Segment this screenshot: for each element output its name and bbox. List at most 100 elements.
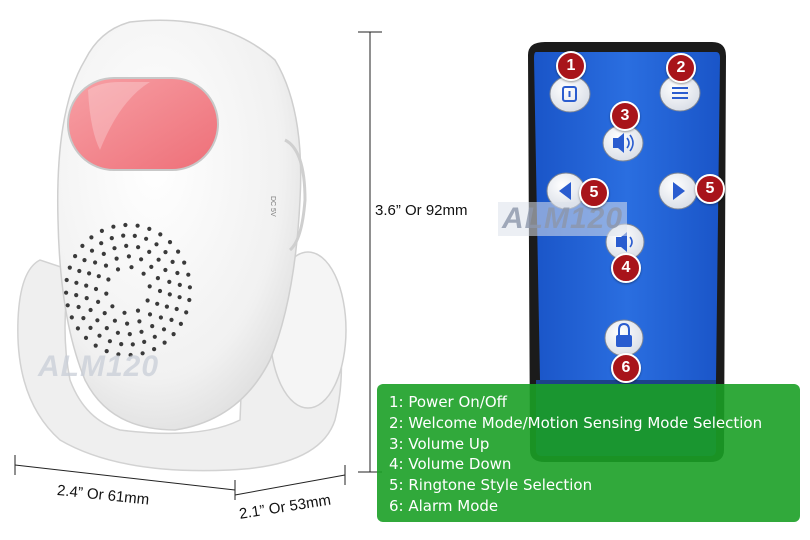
speaker-hole	[80, 243, 85, 248]
speaker-hole	[167, 240, 173, 245]
speaker-hole	[174, 306, 179, 312]
speaker-hole	[84, 283, 89, 288]
speaker-hole	[137, 319, 142, 324]
speaker-hole	[76, 304, 81, 310]
speaker-hole	[170, 259, 175, 264]
power-icon	[562, 86, 577, 102]
watermark-left: ALM120	[38, 350, 160, 383]
remote-button-alarm[interactable]	[604, 319, 644, 357]
speaker-hole	[147, 249, 152, 254]
speaker-hole	[101, 251, 106, 256]
speaker-hole	[107, 339, 112, 344]
speaker-hole	[156, 257, 161, 262]
speaker-hole	[147, 226, 152, 231]
speaker-hole	[102, 311, 107, 316]
speaker-hole	[163, 267, 168, 273]
speaker-hole	[139, 329, 144, 334]
speaker-hole	[103, 263, 109, 268]
speaker-hole	[155, 276, 160, 281]
speaker-hole	[140, 351, 145, 356]
badge-5-left: 5	[579, 178, 609, 208]
speaker-hole	[125, 321, 130, 326]
speaker-hole	[112, 318, 117, 323]
speaker-hole	[96, 274, 101, 279]
speaker-hole	[132, 233, 137, 238]
badge-1: 1	[556, 51, 586, 81]
speaker-hole	[104, 349, 109, 354]
speaker-hole	[122, 310, 127, 315]
speaker-hole	[187, 285, 192, 290]
speaker-hole	[99, 241, 104, 246]
legend-item-3: 3: Volume Up	[389, 434, 490, 453]
speaker-hole	[169, 317, 174, 322]
speaker-hole	[77, 268, 82, 274]
speaker-hole	[74, 293, 79, 298]
remote-button-mode[interactable]	[659, 74, 701, 112]
speaker-hole	[81, 316, 86, 321]
speaker-hole	[104, 326, 109, 331]
speaker-hole	[175, 270, 180, 276]
speaker-hole	[115, 330, 120, 335]
remote-button-right[interactable]	[658, 172, 698, 210]
speaker-hole	[95, 318, 100, 323]
motion-sensor	[56, 19, 307, 431]
speaker-hole	[176, 249, 181, 254]
lock-icon	[616, 322, 632, 347]
speaker-hole	[177, 282, 182, 287]
remote-button-volume-up[interactable]	[602, 124, 644, 162]
legend-item-6: 6: Alarm Mode	[389, 496, 499, 515]
speaker-hole	[154, 242, 159, 247]
speaker-hole	[93, 260, 98, 265]
speaker-hole	[109, 236, 114, 241]
remote-button-power[interactable]	[549, 75, 591, 113]
height-label: 3.6” Or 92mm	[375, 202, 468, 219]
speaker-hole	[158, 232, 163, 237]
badge-4: 4	[611, 253, 641, 283]
speaker-hole	[157, 288, 163, 294]
speaker-hole	[136, 245, 141, 250]
speaker-hole	[142, 339, 147, 344]
speaker-hole	[64, 277, 69, 283]
speaker-hole	[144, 236, 149, 241]
speaker-hole	[89, 248, 95, 253]
speaker-hole	[187, 297, 192, 303]
speaker-hole	[73, 254, 78, 259]
badge-3: 3	[610, 101, 640, 131]
speaker-hole	[124, 243, 129, 248]
speaker-hole	[64, 290, 69, 295]
speaker-hole	[182, 260, 187, 265]
speaker-hole	[139, 257, 144, 262]
speaker-hole	[135, 308, 141, 313]
speaker-hole	[147, 284, 152, 289]
badge-6: 6	[611, 353, 641, 383]
speaker-hole	[128, 352, 133, 358]
speaker-hole	[126, 254, 131, 259]
speaker-hole	[93, 286, 99, 292]
speaker-hole	[93, 343, 98, 348]
speaker-hole	[150, 324, 155, 329]
speaker-grille	[64, 222, 192, 358]
speaker-hole	[178, 321, 183, 326]
speaker-hole	[167, 292, 172, 297]
speaker-hole	[88, 307, 93, 313]
speaker-hole	[145, 298, 150, 303]
speaker-hole	[67, 265, 72, 270]
legend-item-2: 2: Welcome Mode/Motion Sensing Mode Sele…	[389, 413, 763, 432]
sensor-port-label: DC 5V	[269, 196, 276, 217]
speaker-hole	[69, 315, 74, 320]
speaker-hole	[111, 224, 116, 229]
button-legend: 1: Power On/Off 2: Welcome Mode/Motion S…	[377, 384, 800, 522]
sensor-lens	[67, 77, 219, 171]
speaker-hole	[123, 222, 128, 228]
speaker-hole	[99, 228, 104, 233]
speaker-hole	[155, 301, 160, 306]
dimension-lines	[14, 31, 382, 500]
volume-down-icon	[616, 232, 633, 252]
speaker-hole	[104, 291, 109, 296]
badge-2: 2	[666, 53, 696, 83]
speaker-hole	[83, 335, 89, 340]
speaker-hole	[110, 304, 115, 309]
speaker-hole	[130, 342, 135, 347]
speaker-hole	[75, 326, 80, 331]
